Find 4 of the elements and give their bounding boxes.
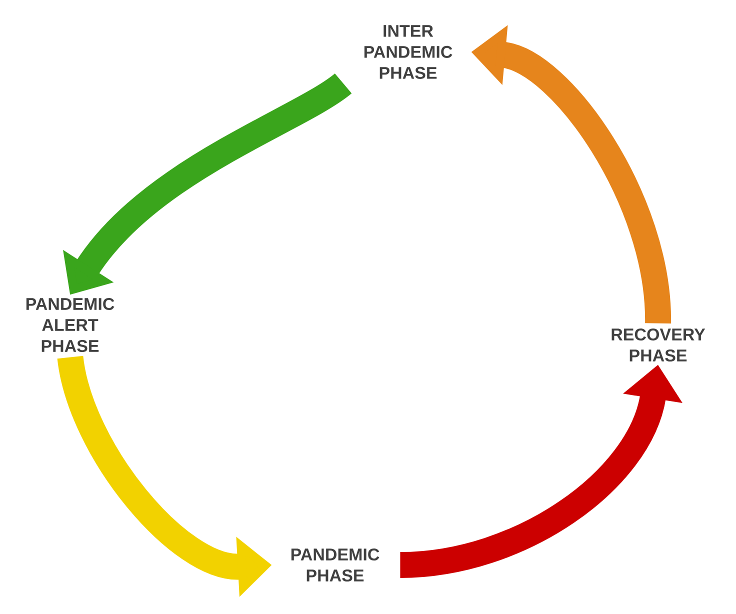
phase-label: INTER PANDEMIC PHASE bbox=[364, 25, 452, 79]
phase-label: RECOVERY PHASE bbox=[612, 328, 706, 362]
phase-label: PANDEMIC ALERT PHASE bbox=[26, 298, 114, 352]
phase-label: PANDEMIC PHASE bbox=[291, 548, 380, 582]
